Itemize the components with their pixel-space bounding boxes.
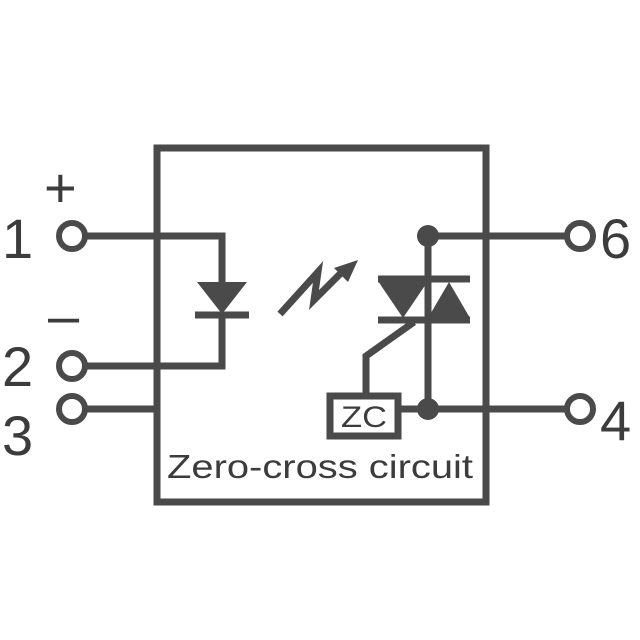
triac-triangle-down — [378, 281, 428, 318]
pin2-wire — [85, 312, 226, 370]
pin1-terminal — [56, 220, 88, 252]
led-diode-symbol — [197, 282, 247, 314]
plus-sign: + — [44, 156, 77, 219]
light-coupling-arrow — [277, 261, 349, 317]
pin2-label: 2 — [2, 335, 33, 398]
pin6-label: 6 — [600, 207, 631, 270]
pin2-terminal — [56, 350, 88, 382]
pin4-terminal — [564, 393, 596, 425]
pin4-label: 4 — [600, 389, 631, 452]
zc-block — [326, 392, 402, 440]
package-outline — [153, 144, 490, 506]
pin3-label: 3 — [2, 404, 33, 467]
pin6-terminal — [564, 220, 596, 252]
pin4-junction-dot — [417, 398, 439, 420]
pin3-terminal — [56, 393, 88, 425]
triac-triangle-up — [428, 282, 470, 318]
triac-gate-wire — [362, 319, 417, 396]
minus-sign: – — [48, 284, 80, 347]
zero-cross-caption: Zero-cross circuit — [167, 448, 473, 485]
pin1-wire — [85, 232, 226, 282]
zc-block-label: ZC — [341, 401, 387, 434]
pin1-label: 1 — [2, 207, 33, 270]
light-arrow-head — [334, 260, 358, 282]
